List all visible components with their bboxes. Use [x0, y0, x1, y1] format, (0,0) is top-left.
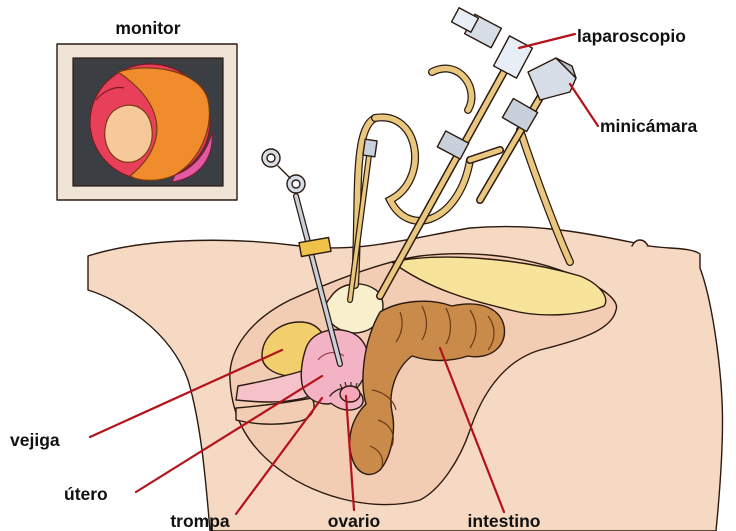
monitor-device [57, 44, 237, 200]
label-monitor: monitor [115, 18, 180, 38]
leader-minicamara [570, 84, 598, 126]
label-intestino: intestino [468, 511, 541, 531]
label-laparoscopio: laparoscopio [577, 26, 686, 46]
laparoscope-port [437, 131, 468, 159]
leader-laparoscopio [519, 34, 575, 48]
monitor-image [90, 64, 212, 182]
label-trompa: trompa [170, 511, 230, 531]
patient-body [88, 227, 723, 531]
mini-camera [470, 58, 576, 200]
label-minicamara: minicámara [600, 116, 698, 136]
label-utero: útero [64, 484, 108, 504]
label-ovario: ovario [328, 511, 381, 531]
label-vejiga: vejiga [10, 430, 60, 450]
